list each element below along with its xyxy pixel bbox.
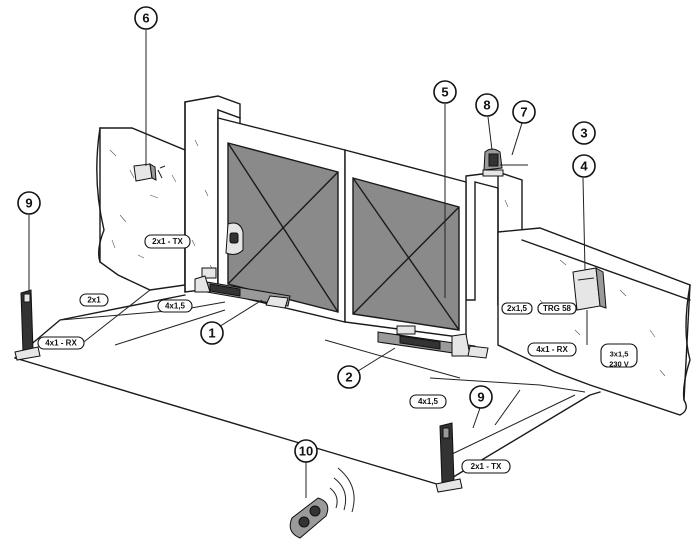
callout-6: 6: [134, 6, 158, 30]
right-wall: [497, 227, 691, 416]
gate-leaf-right: [344, 149, 467, 339]
svg-text:4x1,5: 4x1,5: [165, 302, 186, 311]
cable-tag-tx-bottom: 2x1 - TX: [461, 459, 511, 474]
cable-tag-post-2x15: 2x1,5: [501, 302, 533, 315]
svg-text:2x1 - TX: 2x1 - TX: [152, 237, 183, 246]
cable-tag-motor1-feed: 4x1,5: [157, 299, 193, 313]
svg-text:230 V: 230 V: [609, 360, 629, 369]
svg-text:3: 3: [580, 126, 587, 141]
callout-4: 4: [572, 154, 596, 178]
callout-7: 7: [512, 100, 536, 124]
callout-10: 10: [294, 439, 318, 463]
svg-text:2: 2: [345, 370, 352, 385]
svg-text:6: 6: [142, 11, 149, 26]
svg-text:4x1 - RX: 4x1 - RX: [45, 339, 77, 348]
cable-tag-left-2x1: 2x1: [79, 293, 109, 307]
control-unit-box: [572, 267, 607, 345]
cable-tag-power: 3x1,5 230 V: [600, 343, 638, 369]
svg-text:10: 10: [299, 444, 313, 459]
gate-leaf-left: [217, 117, 346, 323]
swing-motor-2: [377, 325, 489, 359]
svg-text:3x1,5: 3x1,5: [610, 350, 629, 359]
photocell-post-right: [435, 422, 463, 493]
callout-8: 8: [475, 93, 499, 117]
photocell-tx-unit: [225, 222, 244, 255]
cable-tag-rx-left: 4x1 - RX: [37, 336, 85, 350]
svg-text:TRG 58: TRG 58: [543, 304, 572, 313]
swing-motor-1: [194, 267, 291, 309]
callout-9-left: 9: [17, 191, 41, 215]
svg-text:2x1,5: 2x1,5: [507, 304, 528, 313]
cable-tag-tx-top: 2x1 - TX: [144, 234, 191, 249]
callout-5: 5: [433, 80, 457, 104]
svg-text:7: 7: [520, 105, 527, 120]
callout-1: 1: [200, 321, 224, 345]
photocell-post-left: [14, 289, 41, 361]
svg-text:9: 9: [477, 390, 484, 405]
svg-text:8: 8: [483, 98, 490, 113]
callout-9-right: 9: [469, 385, 493, 409]
svg-text:2x1: 2x1: [87, 296, 101, 305]
svg-text:9: 9: [25, 196, 32, 211]
svg-text:4x1,5: 4x1,5: [418, 397, 439, 406]
callout-2: 2: [337, 365, 361, 389]
cable-tag-motor2-feed: 4x1,5: [409, 394, 447, 409]
svg-text:2x1 - TX: 2x1 - TX: [471, 462, 502, 471]
flashing-light: [482, 148, 528, 177]
key-selector-switch: [133, 163, 166, 182]
callout-3: 3: [572, 121, 596, 145]
svg-text:1: 1: [208, 326, 215, 341]
svg-text:4x1 - RX: 4x1 - RX: [536, 345, 568, 354]
svg-text:5: 5: [441, 85, 448, 100]
cable-tag-trg: TRG 58: [537, 302, 577, 315]
svg-text:4: 4: [580, 159, 588, 174]
cable-tag-rx-right: 4x1 - RX: [527, 342, 577, 357]
remote-transmitter: [289, 467, 355, 539]
left-wall: [96, 127, 186, 291]
